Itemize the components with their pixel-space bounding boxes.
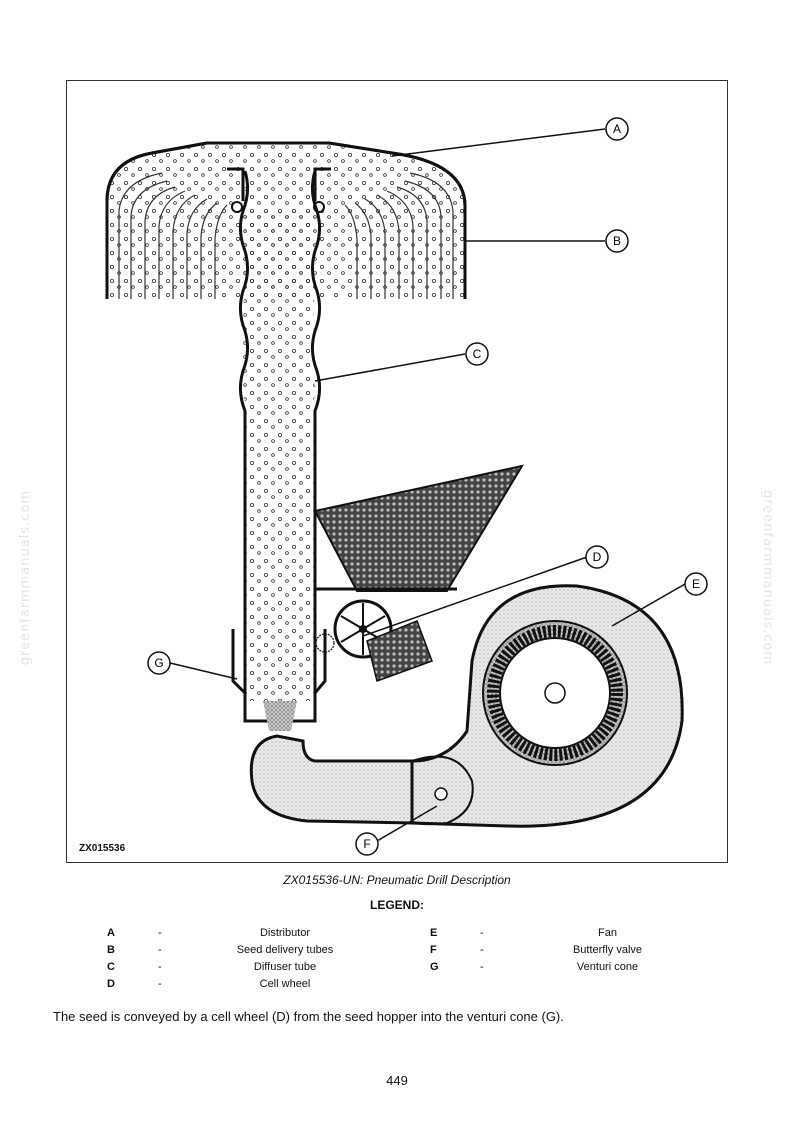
figure-code: ZX015536 xyxy=(79,843,125,854)
page-number: 449 xyxy=(0,1073,794,1088)
legend-letter: A xyxy=(107,925,115,941)
legend-desc: Venturi cone xyxy=(520,959,695,975)
legend-dash: - xyxy=(158,959,162,975)
figure-caption: ZX015536-UN: Pneumatic Drill Description xyxy=(0,873,794,887)
legend-dash: - xyxy=(158,942,162,958)
legend-desc: Cell wheel xyxy=(200,976,370,992)
legend-letter: B xyxy=(107,942,115,958)
svg-text:A: A xyxy=(613,122,621,136)
legend-letter: C xyxy=(107,959,115,975)
seed-hopper xyxy=(315,466,522,591)
watermark-right: greenfarmmanuals.com xyxy=(760,490,775,665)
legend-letter: G xyxy=(430,959,439,975)
legend-letter: E xyxy=(430,925,437,941)
legend-desc: Fan xyxy=(520,925,695,941)
callout-f: F xyxy=(356,833,378,855)
figure-frame: A B C D E F G xyxy=(66,80,728,863)
svg-text:D: D xyxy=(593,550,602,564)
legend-dash: - xyxy=(158,925,162,941)
callout-g: G xyxy=(148,652,170,674)
svg-text:B: B xyxy=(613,234,621,248)
legend-title: LEGEND: xyxy=(0,898,794,912)
svg-text:G: G xyxy=(154,656,163,670)
body-paragraph: The seed is conveyed by a cell wheel (D)… xyxy=(53,1009,564,1024)
legend-desc: Seed delivery tubes xyxy=(200,942,370,958)
callout-e: E xyxy=(685,573,707,595)
cell-wheel xyxy=(316,601,432,681)
callout-d: D xyxy=(586,546,608,568)
legend-desc: Distributor xyxy=(200,925,370,941)
svg-text:C: C xyxy=(473,347,482,361)
legend-desc: Butterfly valve xyxy=(520,942,695,958)
svg-text:E: E xyxy=(692,577,700,591)
pneumatic-drill-diagram: A B C D E F G xyxy=(67,81,729,864)
svg-text:F: F xyxy=(363,837,370,851)
callout-b: B xyxy=(606,230,628,252)
callout-c: C xyxy=(466,343,488,365)
callout-a: A xyxy=(606,118,628,140)
watermark-left: greenfarmmanuals.com xyxy=(18,490,33,665)
fan xyxy=(412,586,682,827)
air-duct xyxy=(251,736,412,823)
legend-dash: - xyxy=(480,925,484,941)
diffuser-tube xyxy=(240,171,319,701)
legend-dash: - xyxy=(158,976,162,992)
legend-dash: - xyxy=(480,959,484,975)
legend-desc: Diffuser tube xyxy=(200,959,370,975)
legend-letter: F xyxy=(430,942,437,958)
legend-letter: D xyxy=(107,976,115,992)
legend-dash: - xyxy=(480,942,484,958)
